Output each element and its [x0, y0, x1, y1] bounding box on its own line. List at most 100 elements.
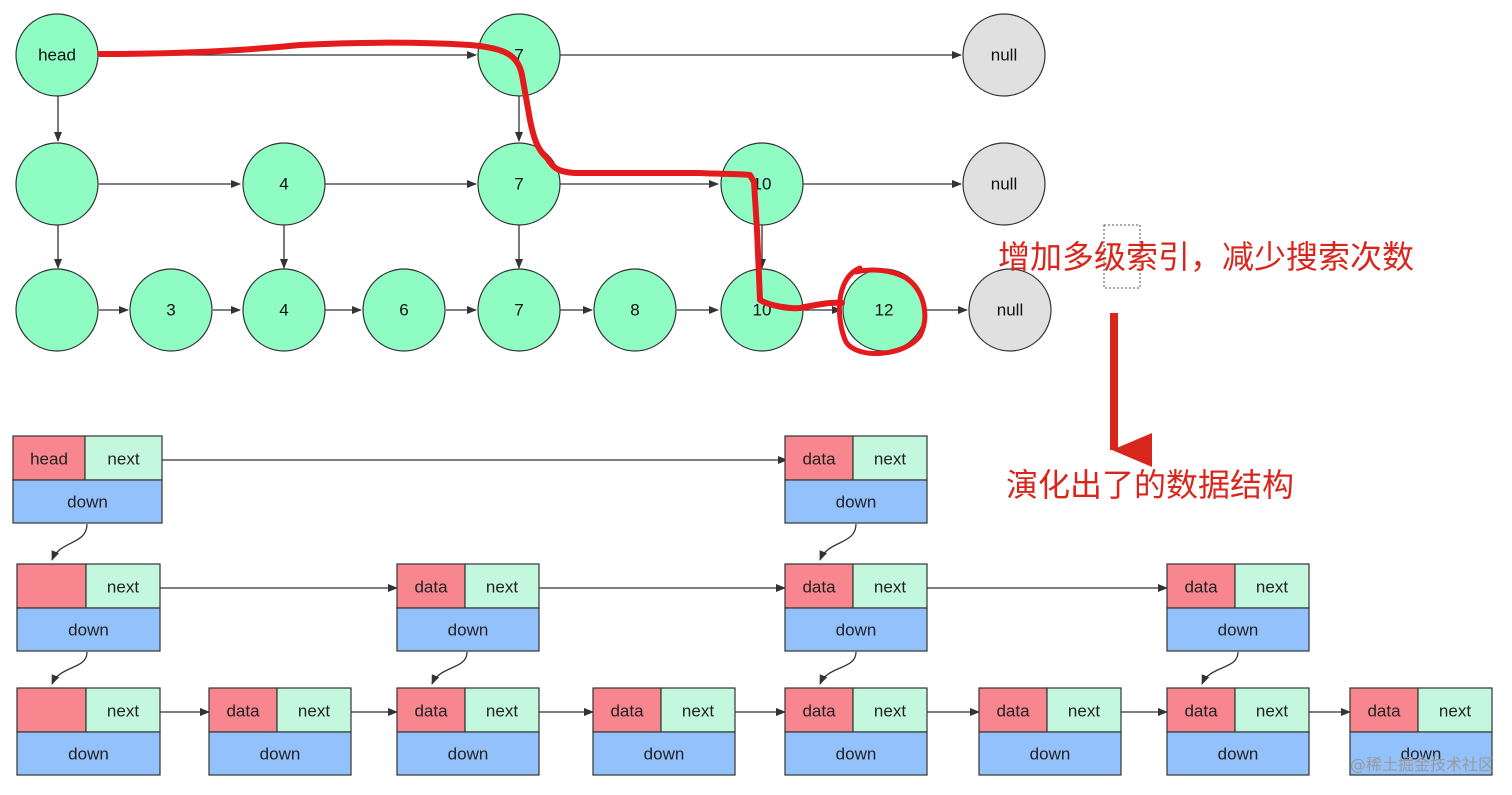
data-field-label: data: [1367, 702, 1401, 721]
data-field: [208, 687, 278, 733]
struct-down-edge: [1201, 651, 1239, 685]
down-field: [16, 731, 161, 776]
next-field-label: next: [107, 578, 139, 597]
skiplist-node-label: null: [997, 301, 1023, 320]
skiplist-node: 7: [477, 142, 561, 226]
down-field-label: down: [260, 745, 301, 764]
down-field: [1166, 731, 1310, 776]
down-field: [1166, 607, 1310, 652]
struct-down-edge: [431, 651, 468, 685]
data-field-label: data: [226, 702, 260, 721]
selection-box: [1103, 224, 1141, 289]
down-field-label: down: [644, 745, 685, 764]
skiplist-node-label: 7: [514, 46, 523, 65]
down-field-label: down: [448, 745, 489, 764]
watermark: @稀土掘金技术社区: [1349, 755, 1494, 774]
struct-node: data next down: [784, 563, 928, 652]
skiplist-node: 3: [129, 268, 213, 352]
skiplist-node-label: head: [38, 46, 76, 65]
struct-node: data next down: [1349, 687, 1493, 776]
data-field: [1166, 563, 1236, 609]
next-field-label: next: [107, 450, 139, 469]
data-field-label: data: [996, 702, 1030, 721]
skiplist-node: 4: [242, 268, 326, 352]
data-field-label: data: [1184, 702, 1218, 721]
data-field-label: data: [802, 578, 836, 597]
target-circle-highlight: [836, 265, 928, 356]
down-field-label: down: [836, 621, 877, 640]
next-field: [660, 687, 736, 733]
skiplist-edges: [54, 51, 968, 314]
down-field-label: down: [836, 493, 877, 512]
data-field-label: data: [802, 702, 836, 721]
skiplist-node: [15, 268, 99, 352]
down-field: [784, 479, 928, 524]
skiplist-node: 4: [242, 142, 326, 226]
data-field-label: data: [414, 578, 448, 597]
down-field-label: down: [836, 745, 877, 764]
struct-down-edge: [819, 651, 857, 685]
next-field-label: next: [874, 578, 906, 597]
next-field: [84, 435, 163, 481]
data-field-label: data: [1184, 578, 1218, 597]
next-field: [852, 687, 928, 733]
next-field-label: next: [486, 578, 518, 597]
skiplist-node-head: head: [15, 13, 99, 97]
down-field-label: down: [1030, 745, 1071, 764]
next-field: [464, 687, 540, 733]
struct-node: data next down: [208, 687, 352, 776]
skiplist-node: [15, 142, 99, 226]
skiplist-node: 7: [477, 268, 561, 352]
down-field-label: down: [1218, 745, 1259, 764]
data-field: [16, 563, 87, 609]
skiplist-node-label: 12: [875, 301, 894, 320]
next-field: [852, 563, 928, 609]
search-path: [97, 39, 928, 356]
skiplist-node: 8: [593, 268, 677, 352]
data-field: [16, 687, 87, 733]
struct-down-edge: [51, 651, 88, 685]
struct-node: data next down: [1166, 687, 1310, 776]
data-field: [592, 687, 662, 733]
down-field: [12, 479, 163, 524]
next-field-label: next: [874, 450, 906, 469]
data-field-label: head: [30, 450, 68, 469]
next-field: [1046, 687, 1122, 733]
next-field-label: next: [298, 702, 330, 721]
struct-down-edge: [819, 523, 857, 561]
data-field: [396, 687, 466, 733]
skiplist-nodes: head 7 null 4 7 10 null: [15, 13, 1052, 352]
search-path-line: [97, 39, 845, 312]
skiplist-node-label: 7: [514, 301, 523, 320]
down-field: [396, 731, 540, 776]
next-field-label: next: [1439, 702, 1471, 721]
skiplist-null-node: null: [962, 13, 1046, 97]
down-field-label: down: [1401, 745, 1442, 764]
annotation-evolved-structure: 演化出了的数据结构: [1006, 466, 1295, 504]
skiplist-null-node: null: [962, 142, 1046, 226]
next-field-label: next: [1068, 702, 1100, 721]
next-field: [464, 563, 540, 609]
next-field-label: next: [1256, 702, 1288, 721]
down-field-label: down: [1218, 621, 1259, 640]
next-field-label: next: [682, 702, 714, 721]
skiplist-node-label: null: [991, 46, 1017, 65]
struct-node: data next down: [978, 687, 1122, 776]
down-field: [592, 731, 736, 776]
skiplist-node: 6: [362, 268, 446, 352]
next-field: [85, 563, 161, 609]
struct-edges: [51, 456, 1351, 716]
data-field-label: data: [414, 702, 448, 721]
next-field: [85, 687, 161, 733]
skiplist-node-label: null: [991, 175, 1017, 194]
annotation-multi-level-index: 增加多级索引，减少搜索次数: [998, 238, 1415, 276]
struct-down-edge: [51, 523, 88, 561]
data-field: [784, 435, 854, 481]
